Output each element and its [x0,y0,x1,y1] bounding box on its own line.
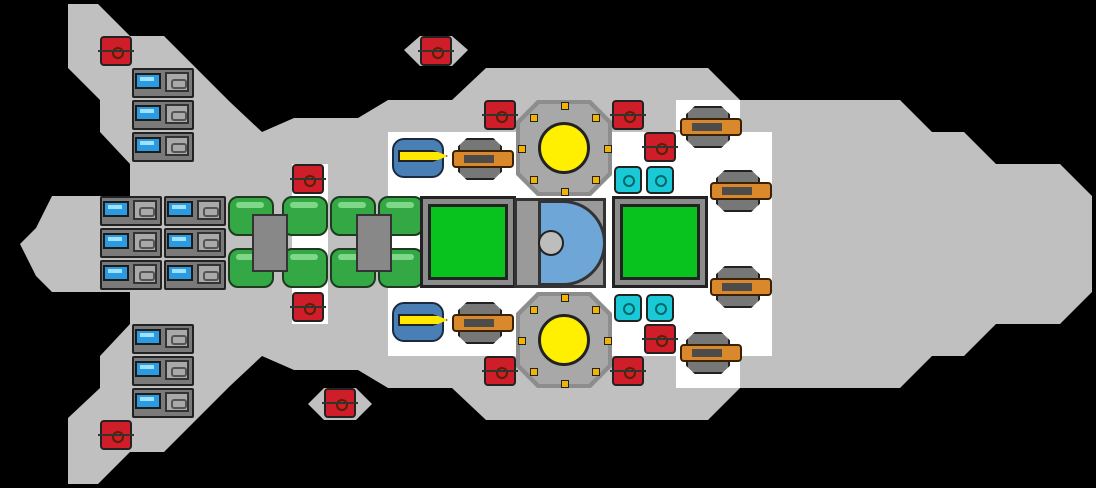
thruster[interactable] [100,260,162,290]
pipe-connector [356,214,392,272]
armor-block[interactable] [482,100,518,130]
cargo-screen[interactable] [612,196,708,288]
thruster[interactable] [164,260,226,290]
thruster[interactable] [100,228,162,258]
shield-block[interactable] [614,294,642,322]
thruster[interactable] [132,132,194,162]
thruster[interactable] [164,228,226,258]
armor-block[interactable] [642,132,678,162]
fuel-tank[interactable] [282,196,328,236]
armor-block[interactable] [290,292,326,322]
shield-block[interactable] [646,166,674,194]
fuel-tank[interactable] [228,196,274,236]
fuel-tank[interactable] [282,248,328,288]
cockpit-core[interactable] [514,198,606,288]
armor-block[interactable] [322,388,358,418]
gun-turret[interactable] [680,104,742,150]
missile-launcher[interactable] [388,300,450,344]
thruster[interactable] [132,68,194,98]
gun-turret[interactable] [680,330,742,376]
gun-turret[interactable] [452,300,514,346]
thruster[interactable] [132,356,194,386]
cargo-screen[interactable] [420,196,516,288]
gun-turret[interactable] [710,264,772,310]
armor-block[interactable] [610,356,646,386]
armor-block[interactable] [610,100,646,130]
armor-block[interactable] [418,36,454,66]
missile-launcher[interactable] [388,136,450,180]
thruster[interactable] [132,388,194,418]
armor-block[interactable] [290,164,326,194]
thruster[interactable] [164,196,226,226]
shield-block[interactable] [614,166,642,194]
shield-block[interactable] [646,294,674,322]
armor-block[interactable] [482,356,518,386]
thruster[interactable] [100,196,162,226]
armor-block[interactable] [98,36,134,66]
gun-turret[interactable] [710,168,772,214]
gun-turret[interactable] [452,136,514,182]
armor-block[interactable] [98,420,134,450]
armor-block[interactable] [642,324,678,354]
thruster[interactable] [132,324,194,354]
power-reactor[interactable] [516,100,612,196]
power-reactor[interactable] [516,292,612,388]
pipe-connector [252,214,288,272]
thruster[interactable] [132,100,194,130]
